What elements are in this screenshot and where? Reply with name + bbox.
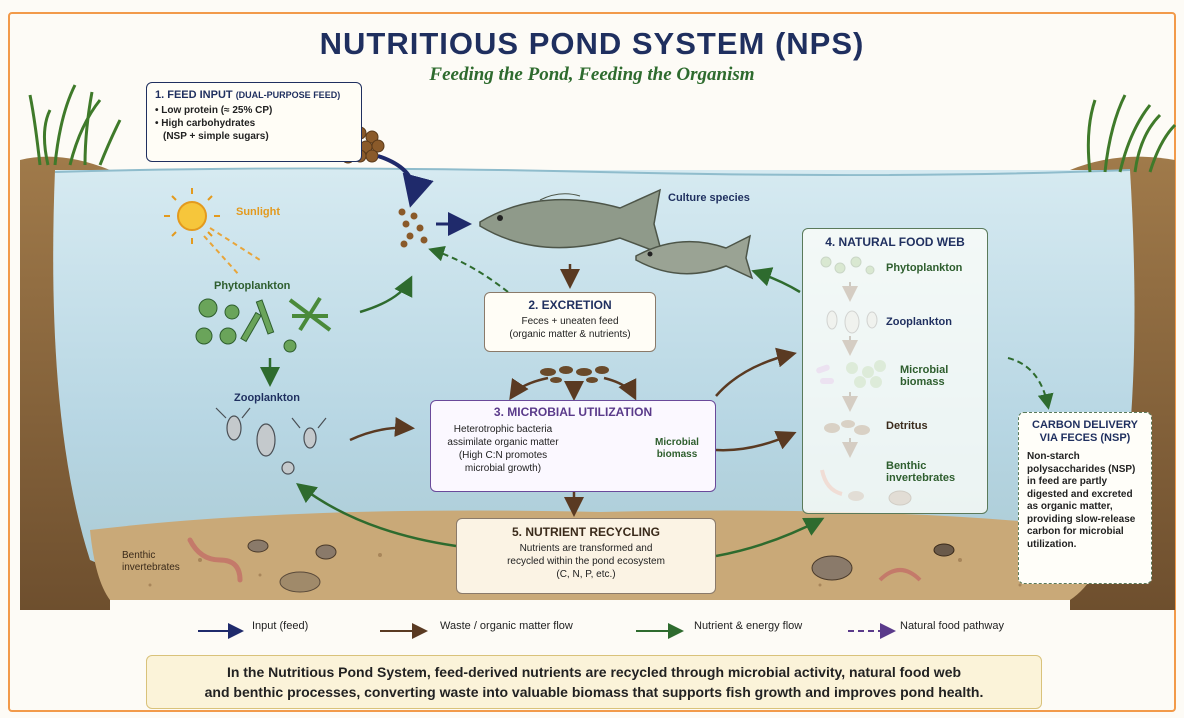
recycling-line-3: (C, N, P, etc.) bbox=[465, 568, 707, 581]
microbial-utilization-box: 3. MICROBIAL UTILIZATION Heterotrophic b… bbox=[430, 400, 716, 492]
summary-footer: In the Nutritious Pond System, feed-deri… bbox=[146, 655, 1042, 709]
microbial-line-3: (High C:N promotes bbox=[439, 449, 567, 462]
microbial-line-4: microbial growth) bbox=[439, 462, 567, 475]
footer-line-1: In the Nutritious Pond System, feed-deri… bbox=[147, 662, 1041, 682]
feed-input-note: (DUAL-PURPOSE FEED) bbox=[236, 90, 341, 100]
page-title: NUTRITIOUS POND SYSTEM (NPS) bbox=[0, 26, 1184, 62]
fw-label-microbial-biomass: Microbial biomass bbox=[900, 364, 970, 388]
legend-natural: Natural food pathway bbox=[900, 620, 1004, 632]
nutrient-recycling-box: 5. NUTRIENT RECYCLING Nutrients are tran… bbox=[456, 518, 716, 594]
footer-line-2: and benthic processes, converting waste … bbox=[147, 682, 1041, 702]
carbon-title: CARBON DELIVERY VIA FECES (NSP) bbox=[1027, 419, 1143, 445]
phytoplankton-label: Phytoplankton bbox=[214, 280, 290, 292]
feed-input-bullet-3: (NSP + simple sugars) bbox=[155, 130, 353, 143]
carbon-delivery-box: CARBON DELIVERY VIA FECES (NSP) Non-star… bbox=[1018, 412, 1152, 584]
left-grass-icon bbox=[30, 85, 120, 165]
food-web-title: 4. NATURAL FOOD WEB bbox=[803, 235, 987, 249]
microbial-biomass-label: Microbial biomass bbox=[649, 437, 705, 461]
fw-label-detritus: Detritus bbox=[886, 420, 928, 432]
fw-label-benthic: Benthic invertebrates bbox=[886, 460, 978, 484]
excretion-line-1: Feces + uneaten feed bbox=[491, 315, 649, 328]
zooplankton-label: Zooplankton bbox=[234, 392, 300, 404]
culture-species-label: Culture species bbox=[668, 192, 750, 204]
legend: Input (feed) Waste / organic matter flow… bbox=[200, 620, 1060, 640]
feed-input-box: 1. FEED INPUT (DUAL-PURPOSE FEED) • Low … bbox=[146, 82, 362, 162]
recycling-line-1: Nutrients are transformed and bbox=[465, 542, 707, 555]
fw-label-zooplankton: Zooplankton bbox=[886, 316, 952, 328]
excretion-title: 2. EXCRETION bbox=[491, 298, 649, 312]
feed-input-bullet-2: • High carbohydrates bbox=[155, 117, 353, 130]
fw-label-phytoplankton: Phytoplankton bbox=[886, 262, 962, 274]
excretion-line-2: (organic matter & nutrients) bbox=[491, 328, 649, 341]
feed-input-bullet-1: • Low protein (≈ 25% CP) bbox=[155, 104, 353, 117]
legend-input: Input (feed) bbox=[252, 620, 308, 632]
feed-input-title: 1. FEED INPUT bbox=[155, 89, 233, 101]
carbon-text: Non-starch polysaccharides (NSP) in feed… bbox=[1027, 451, 1143, 551]
sunlight-label: Sunlight bbox=[236, 206, 280, 218]
excretion-box: 2. EXCRETION Feces + uneaten feed (organ… bbox=[484, 292, 656, 352]
recycling-line-2: recycled within the pond ecosystem bbox=[465, 555, 707, 568]
legend-waste: Waste / organic matter flow bbox=[440, 620, 573, 632]
microbial-title: 3. MICROBIAL UTILIZATION bbox=[439, 405, 707, 419]
microbial-line-1: Heterotrophic bacteria bbox=[439, 423, 567, 436]
microbial-line-2: assimilate organic matter bbox=[439, 436, 567, 449]
recycling-title: 5. NUTRIENT RECYCLING bbox=[465, 525, 707, 539]
legend-nutrient: Nutrient & energy flow bbox=[694, 620, 802, 632]
benthic-invertebrates-label: Benthic invertebrates bbox=[122, 550, 184, 574]
